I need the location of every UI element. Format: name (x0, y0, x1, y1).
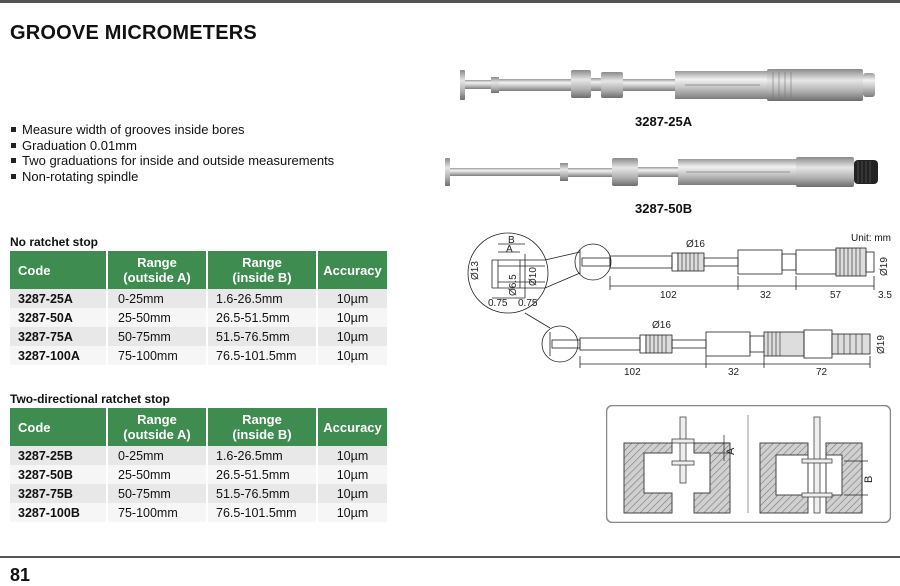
top-rule (0, 0, 900, 3)
cell-outside: 75-100mm (107, 503, 208, 522)
cell-accuracy: 10µm (317, 346, 387, 365)
cell-accuracy: 10µm (317, 446, 387, 465)
cell-inside: 1.6-26.5mm (207, 446, 318, 465)
product-label-25a: 3287-25A (635, 114, 693, 129)
unit-label: Unit: mm (851, 233, 891, 244)
usage-illustration: A B (606, 405, 891, 523)
cell-code: 3287-50A (10, 308, 108, 327)
cell-outside: 25-50mm (107, 465, 208, 484)
cell-accuracy: 10µm (317, 484, 387, 503)
dim-bottom-l1: 102 (624, 367, 641, 378)
dim-top-d16: Ø16 (686, 239, 705, 250)
usage-label-b: B (863, 476, 875, 483)
usage-label-a: A (725, 447, 737, 455)
detail-marker-bottom (541, 325, 579, 363)
dim-bottom-d16: Ø16 (652, 320, 671, 331)
col-header-range-outside: Range (outside A) (107, 408, 208, 446)
table-row: 3287-75B 50-75mm 51.5-76.5mm 10µm (10, 484, 387, 503)
workpiece-right (693, 442, 731, 514)
cell-code: 3287-50B (10, 465, 108, 484)
table-row: 3287-75A 50-75mm 51.5-76.5mm 10µm (10, 327, 387, 346)
cell-code: 3287-100A (10, 346, 108, 365)
cell-accuracy: 10µm (317, 465, 387, 484)
dim-top-l3: 57 (830, 290, 842, 301)
table-row: 3287-100B 75-100mm 76.5-101.5mm 10µm (10, 503, 387, 522)
dim-w1: 0.75 (488, 298, 508, 309)
cell-outside: 75-100mm (107, 346, 208, 365)
page-number: 81 (10, 565, 31, 585)
cell-outside: 25-50mm (107, 308, 208, 327)
table-row: 3287-25A 0-25mm 1.6-26.5mm 10µm (10, 289, 387, 308)
cell-accuracy: 10µm (317, 503, 387, 522)
dim-d13: Ø13 (470, 261, 481, 280)
technical-drawing: B A Ø13 Ø6.5 Ø10 0.75 0.75 Ø16 Ø19 102 3… (467, 232, 892, 378)
col-header-code: Code (10, 408, 108, 446)
micrometer-50b-photo (445, 157, 878, 187)
bottom-rule (0, 556, 900, 558)
cell-outside: 50-75mm (107, 484, 208, 503)
cell-inside: 51.5-76.5mm (207, 484, 318, 503)
col-header-accuracy: Accuracy (317, 251, 387, 289)
dim-a: A (506, 244, 513, 255)
workpiece-left (623, 442, 673, 514)
feature-item: Measure width of grooves inside bores (10, 122, 334, 138)
cell-inside: 26.5-51.5mm (207, 308, 318, 327)
cell-code: 3287-100B (10, 503, 108, 522)
col-header-range-inside: Range (inside B) (207, 251, 318, 289)
table-row: 3287-50A 25-50mm 26.5-51.5mm 10µm (10, 308, 387, 327)
cell-code: 3287-25A (10, 289, 108, 308)
spec-table-no-ratchet: Code Range (outside A) Range (inside B) … (10, 251, 387, 365)
page-title: GROOVE MICROMETERS (10, 22, 257, 44)
dim-bottom-d19: Ø19 (876, 335, 887, 354)
col-header-range-outside: Range (outside A) (107, 251, 208, 289)
dim-bottom-l2: 32 (728, 367, 740, 378)
detail-marker-top (574, 243, 612, 281)
section-title-ratchet: Two-directional ratchet stop (10, 392, 170, 406)
col-header-code: Code (10, 251, 108, 289)
feature-item: Graduation 0.01mm (10, 138, 334, 154)
dim-top-d19: Ø19 (879, 257, 890, 276)
table-row: 3287-100A 75-100mm 76.5-101.5mm 10µm (10, 346, 387, 365)
cell-inside: 51.5-76.5mm (207, 327, 318, 346)
feature-list: Measure width of grooves inside bores Gr… (10, 122, 334, 184)
cell-code: 3287-25B (10, 446, 108, 465)
dim-b: B (508, 235, 515, 246)
cell-accuracy: 10µm (317, 308, 387, 327)
dim-w2: 0.75 (518, 298, 538, 309)
cell-inside: 76.5-101.5mm (207, 503, 318, 522)
dim-top-l4: 3.5 (878, 290, 892, 301)
col-header-range-inside: Range (inside B) (207, 408, 318, 446)
cell-inside: 1.6-26.5mm (207, 289, 318, 308)
dim-bottom-l3: 72 (816, 367, 828, 378)
cell-inside: 26.5-51.5mm (207, 465, 318, 484)
product-label-50b: 3287-50B (635, 201, 693, 216)
dim-top-l1: 102 (660, 290, 677, 301)
dim-top-l2: 32 (760, 290, 772, 301)
cell-inside: 76.5-101.5mm (207, 346, 318, 365)
cell-accuracy: 10µm (317, 327, 387, 346)
cell-outside: 0-25mm (107, 446, 208, 465)
table-row: 3287-25B 0-25mm 1.6-26.5mm 10µm (10, 446, 387, 465)
feature-item: Two graduations for inside and outside m… (10, 153, 334, 169)
dim-d10: Ø10 (528, 267, 539, 286)
cell-outside: 50-75mm (107, 327, 208, 346)
col-header-accuracy: Accuracy (317, 408, 387, 446)
feature-item: Non-rotating spindle (10, 169, 334, 185)
detail-circle (467, 232, 549, 314)
table-row: 3287-50B 25-50mm 26.5-51.5mm 10µm (10, 465, 387, 484)
spec-table-ratchet: Code Range (outside A) Range (inside B) … (10, 408, 387, 522)
section-title-no-ratchet: No ratchet stop (10, 235, 99, 249)
micrometer-25a-photo (460, 69, 875, 101)
cell-code: 3287-75B (10, 484, 108, 503)
dim-d65: Ø6.5 (508, 274, 519, 296)
cell-accuracy: 10µm (317, 289, 387, 308)
cell-outside: 0-25mm (107, 289, 208, 308)
cell-code: 3287-75A (10, 327, 108, 346)
